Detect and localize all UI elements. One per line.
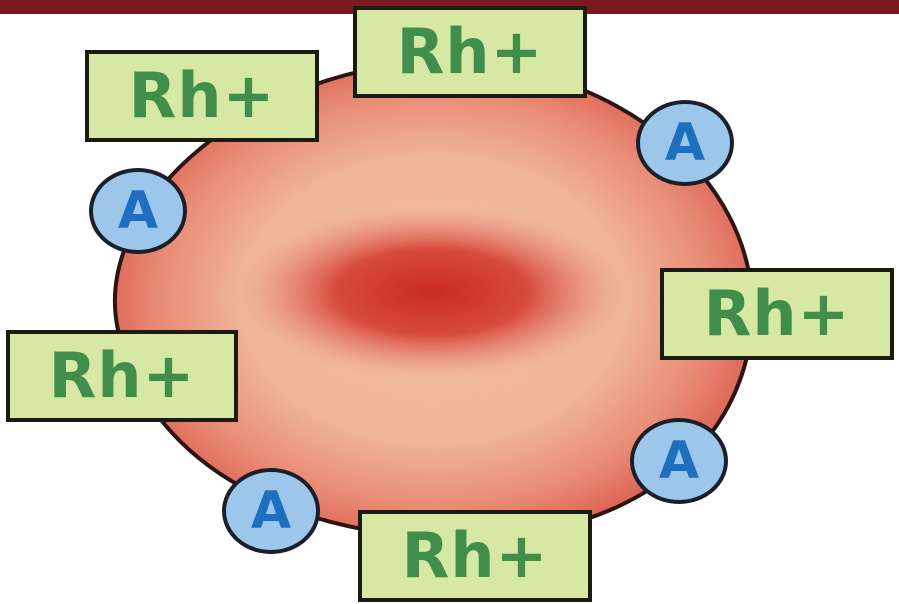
rh-positive-label: Rh+: [358, 510, 592, 602]
a-antigen: A: [630, 418, 728, 504]
rh-positive-label: Rh+: [353, 6, 587, 98]
cell-center-dimple: [217, 197, 647, 387]
a-antigen: A: [222, 468, 320, 554]
rh-positive-label: Rh+: [6, 330, 238, 422]
rh-positive-label: Rh+: [85, 50, 319, 142]
red-blood-cell: [113, 59, 755, 541]
a-antigen: A: [636, 100, 734, 186]
rh-positive-label: Rh+: [660, 268, 894, 360]
a-antigen: A: [89, 168, 187, 254]
